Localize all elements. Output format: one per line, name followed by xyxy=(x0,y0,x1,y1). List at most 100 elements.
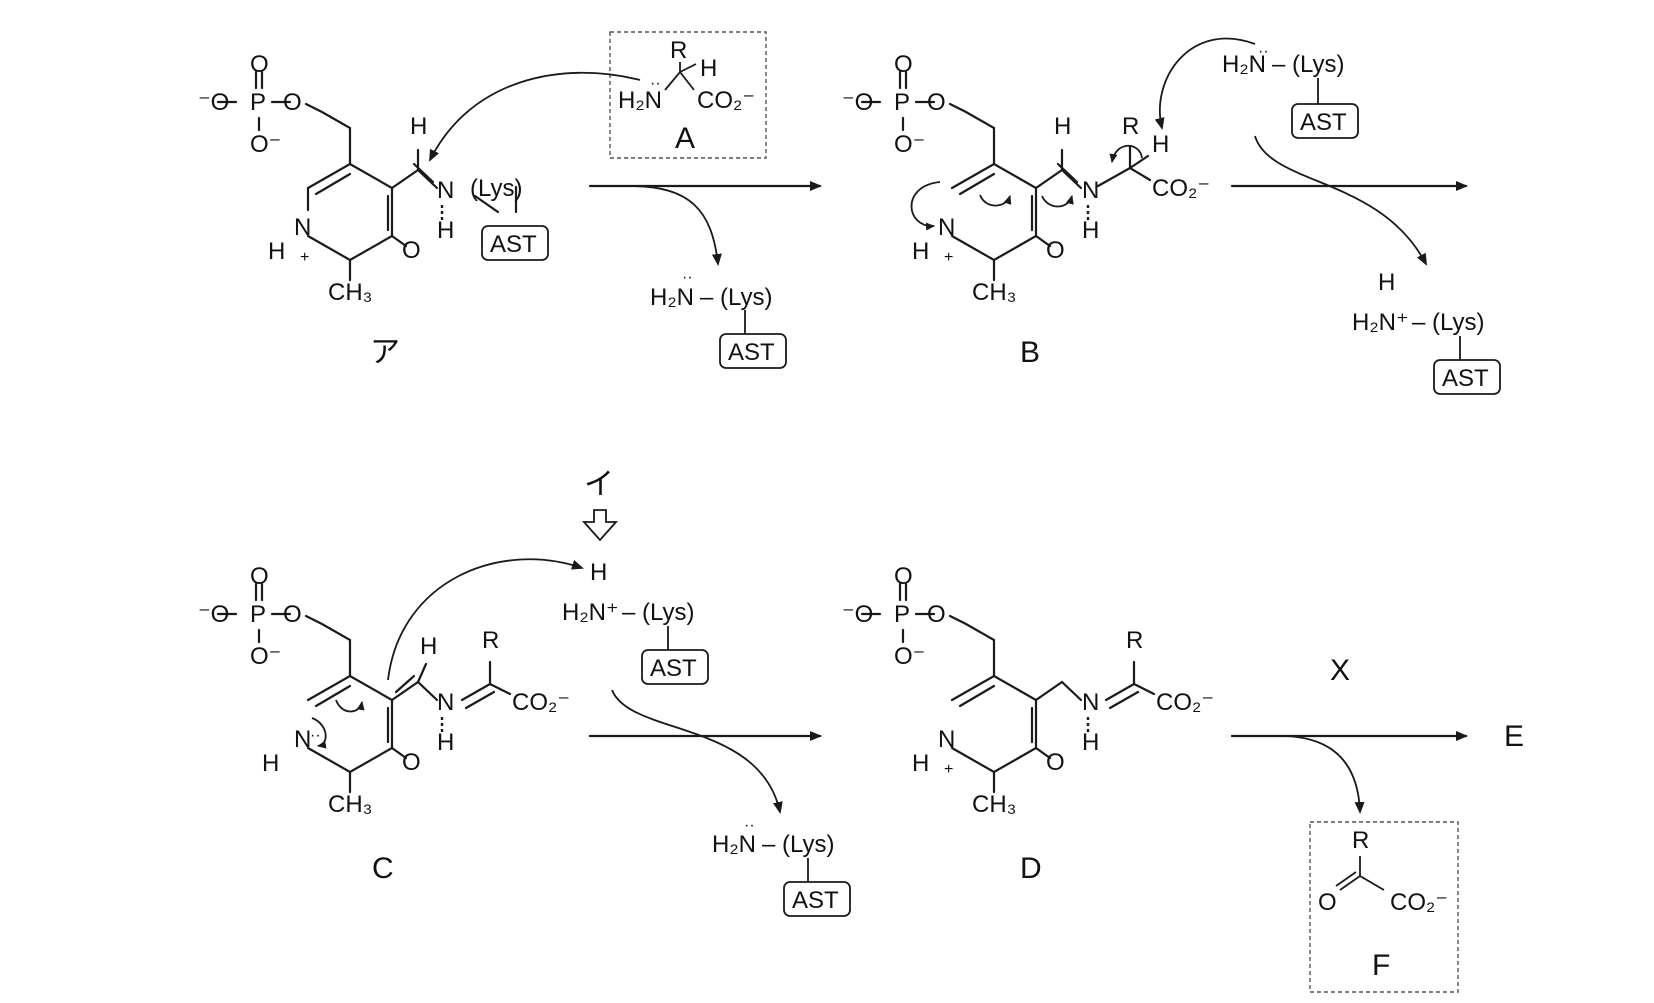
svg-text:O: O xyxy=(894,51,913,78)
svg-text:H₂N⁺: H₂N⁺ xyxy=(1352,309,1409,336)
atom-h2n: H₂N xyxy=(618,87,662,114)
svg-text:N: N xyxy=(437,689,454,716)
svg-text:H: H xyxy=(1082,217,1099,244)
label-c: C xyxy=(372,852,394,885)
svg-text:– (Lys): – (Lys) xyxy=(1272,51,1344,78)
svg-text:R: R xyxy=(1126,627,1143,654)
lone-pair: ·· xyxy=(650,75,661,92)
svg-text:N: N xyxy=(1082,689,1099,716)
svg-text:O: O xyxy=(894,563,913,590)
svg-text:CO₂⁻: CO₂⁻ xyxy=(1156,689,1214,716)
svg-text:CH₃: CH₃ xyxy=(972,791,1016,818)
svg-text:H: H xyxy=(1378,269,1395,296)
label-a: A xyxy=(675,122,695,155)
svg-text:H: H xyxy=(420,633,437,660)
structure-d-atoms: N H + CH₃ O O P O O⁻ ⁻O N H R CO₂⁻ D xyxy=(842,563,1214,885)
svg-text:R: R xyxy=(1122,113,1139,140)
label-d: D xyxy=(1020,852,1042,885)
attack-arrow-b xyxy=(1154,37,1256,130)
ast-label: AST xyxy=(490,231,537,258)
svg-text:O: O xyxy=(1318,889,1337,916)
atom-n-ring: N xyxy=(294,214,311,241)
label-b: B xyxy=(1020,336,1040,369)
atom-h-imine: H xyxy=(437,217,454,244)
atom-o-ester: O xyxy=(283,89,302,116)
svg-text:N: N xyxy=(1082,177,1099,204)
structure-b-atoms: N H + CH₃ O O P O O⁻ ⁻O H N H R H CO₂⁻ B xyxy=(842,51,1210,369)
svg-text:H₂N: H₂N xyxy=(1222,51,1266,78)
attack-arrow-a xyxy=(429,71,641,162)
svg-text:H₂N⁺: H₂N⁺ xyxy=(562,599,619,626)
label-f: F xyxy=(1372,949,1390,982)
ast-box xyxy=(481,225,549,261)
structure-b-external-aldimine xyxy=(860,70,1152,282)
atom-ch3: CH₃ xyxy=(328,279,372,306)
atom-h-ring: H xyxy=(268,238,285,265)
label-x: X xyxy=(1330,654,1350,687)
svg-text:CO₂⁻: CO₂⁻ xyxy=(512,689,570,716)
released-lysh-2: H H₂N⁺ – (Lys) AST xyxy=(1352,269,1501,395)
structure-c-atoms: N ·· H CH₃ O O P O O⁻ ⁻O H N H R CO₂⁻ C xyxy=(198,563,570,885)
atom-o-phenol: O xyxy=(402,237,421,264)
svg-text:R: R xyxy=(1352,827,1369,854)
svg-text:O: O xyxy=(402,749,421,776)
atom-h: H xyxy=(700,55,717,82)
svg-text:··: ·· xyxy=(1258,43,1269,60)
svg-text:P: P xyxy=(894,89,910,116)
incoming-lys-b: ·· H₂N – (Lys) AST xyxy=(1222,43,1359,139)
product-f: R O CO₂⁻ F xyxy=(1309,821,1459,993)
svg-text:AST: AST xyxy=(1300,109,1347,136)
atom-p: P xyxy=(250,89,266,116)
label-a-kana: ア xyxy=(370,336,400,369)
svg-text:O: O xyxy=(1046,237,1065,264)
svg-text:O: O xyxy=(927,89,946,116)
svg-text:P: P xyxy=(894,601,910,628)
atom-co2: CO₂⁻ xyxy=(697,87,755,114)
release-arrow-4 xyxy=(1279,735,1365,814)
svg-text:H: H xyxy=(1054,113,1071,140)
svg-text:N: N xyxy=(938,214,955,241)
atom-n-imine: N xyxy=(437,177,454,204)
svg-text:H₂N: H₂N xyxy=(650,284,694,311)
svg-text:H: H xyxy=(262,750,279,777)
svg-text:H: H xyxy=(912,238,929,265)
substrate-a: R H H₂N CO₂⁻ ·· A xyxy=(609,31,767,159)
atom-o-double: O xyxy=(250,51,269,78)
svg-text:O⁻: O⁻ xyxy=(894,131,925,158)
svg-text:H₂N: H₂N xyxy=(712,831,756,858)
svg-text:H: H xyxy=(590,559,607,586)
svg-text:+: + xyxy=(944,761,953,778)
svg-text:– (Lys): – (Lys) xyxy=(762,831,834,858)
released-lys-3: ·· H₂N – (Lys) AST xyxy=(712,817,851,917)
structure-c-quinonoid xyxy=(216,558,584,794)
svg-text:+: + xyxy=(944,249,953,266)
atom-r: R xyxy=(670,37,687,64)
structure-a-atoms: N H + CH₃ O O P O O⁻ ⁻O H N H (Lys) AST … xyxy=(198,51,549,369)
svg-text:O: O xyxy=(1046,749,1065,776)
svg-text:O: O xyxy=(250,563,269,590)
svg-text:⁻O: ⁻O xyxy=(842,89,873,116)
svg-text:AST: AST xyxy=(728,339,775,366)
svg-text:AST: AST xyxy=(792,887,839,914)
lys-label: (Lys) xyxy=(470,175,522,202)
svg-text:H: H xyxy=(1152,131,1169,158)
lysh-i: H H₂N⁺ – (Lys) AST xyxy=(562,559,709,685)
svg-text:··: ·· xyxy=(310,727,321,744)
product-f-box xyxy=(1309,821,1459,993)
structure-a-plp-aldimine xyxy=(216,70,518,282)
release-arrow-3 xyxy=(611,689,783,814)
atom-o-minus-left: ⁻O xyxy=(198,89,229,116)
released-lys-1: ·· H₂N – (Lys) AST xyxy=(650,269,787,369)
svg-text:O⁻: O⁻ xyxy=(250,643,281,670)
svg-text:CH₃: CH₃ xyxy=(972,279,1016,306)
svg-text:CO₂⁻: CO₂⁻ xyxy=(1152,175,1210,202)
svg-text:H: H xyxy=(1082,729,1099,756)
svg-text:AST: AST xyxy=(650,655,697,682)
svg-text:N: N xyxy=(294,726,311,753)
release-arrow-1 xyxy=(629,185,722,266)
label-e: E xyxy=(1504,720,1524,753)
atom-o-minus-bottom: O⁻ xyxy=(250,131,281,158)
svg-text:O: O xyxy=(283,601,302,628)
svg-text:CH₃: CH₃ xyxy=(328,791,372,818)
